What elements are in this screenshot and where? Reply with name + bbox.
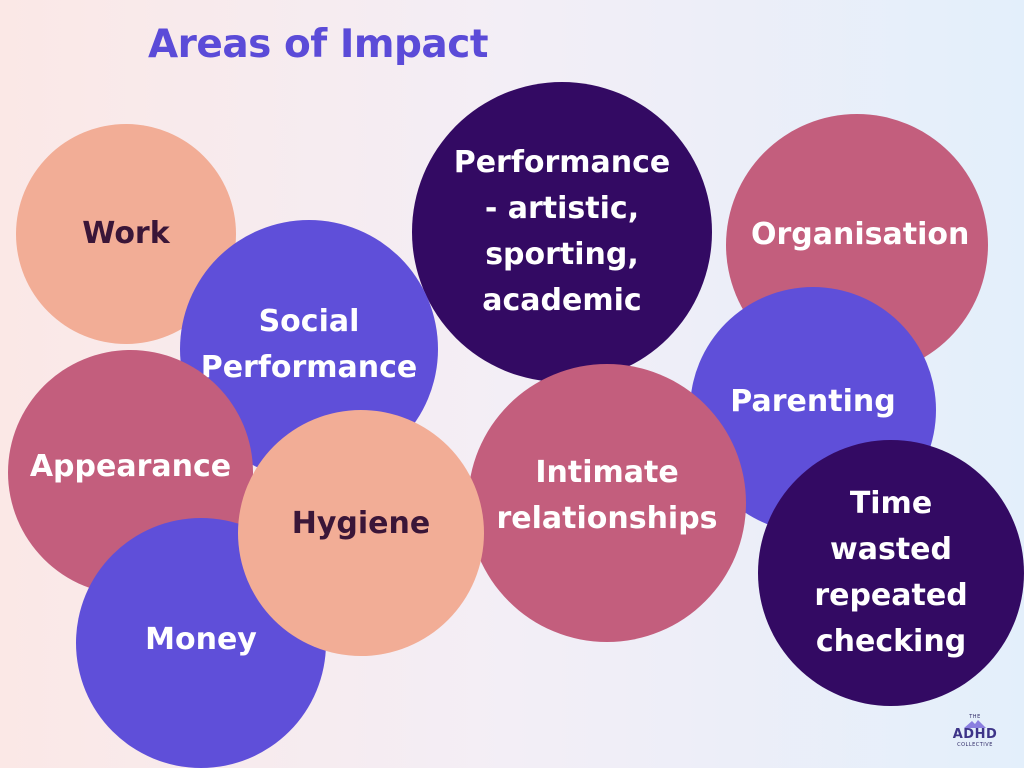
bubble-intimate-relationships: Intimate relationships — [468, 364, 746, 642]
bubble-hygiene: Hygiene — [238, 410, 484, 656]
logo-bottom-text: COLLECTIVE — [957, 742, 993, 748]
bubble-money-label: Money — [145, 622, 257, 657]
bubble-performance: Performance - artistic, sporting, academ… — [412, 82, 712, 382]
bubble-work-label: Work — [82, 216, 170, 251]
adhd-collective-logo: THE ADHD COLLECTIVE — [952, 714, 998, 760]
bubble-performance-label: Performance - artistic, sporting, academ… — [453, 145, 671, 318]
logo-top-text: THE — [969, 714, 981, 720]
logo-main-text: ADHD — [952, 727, 998, 742]
bubble-work: Work — [16, 124, 236, 344]
bubble-time-wasted: Time wasted repeated checking — [758, 440, 1024, 706]
bubble-parenting-label: Parenting — [730, 384, 896, 419]
bubble-time-wasted-label: Time wasted repeated checking — [814, 486, 968, 659]
diagram-title: Areas of Impact — [148, 22, 488, 67]
bubble-appearance-label: Appearance — [29, 448, 232, 484]
bubble-hygiene-label: Hygiene — [291, 506, 431, 541]
bubble-organisation-label: Organisation — [751, 217, 970, 252]
bubble-intimate-relationships-label: Intimate relationships — [496, 455, 718, 536]
bubble-social-performance-label: Social Performance — [200, 304, 418, 385]
mountain-icon — [964, 720, 986, 728]
